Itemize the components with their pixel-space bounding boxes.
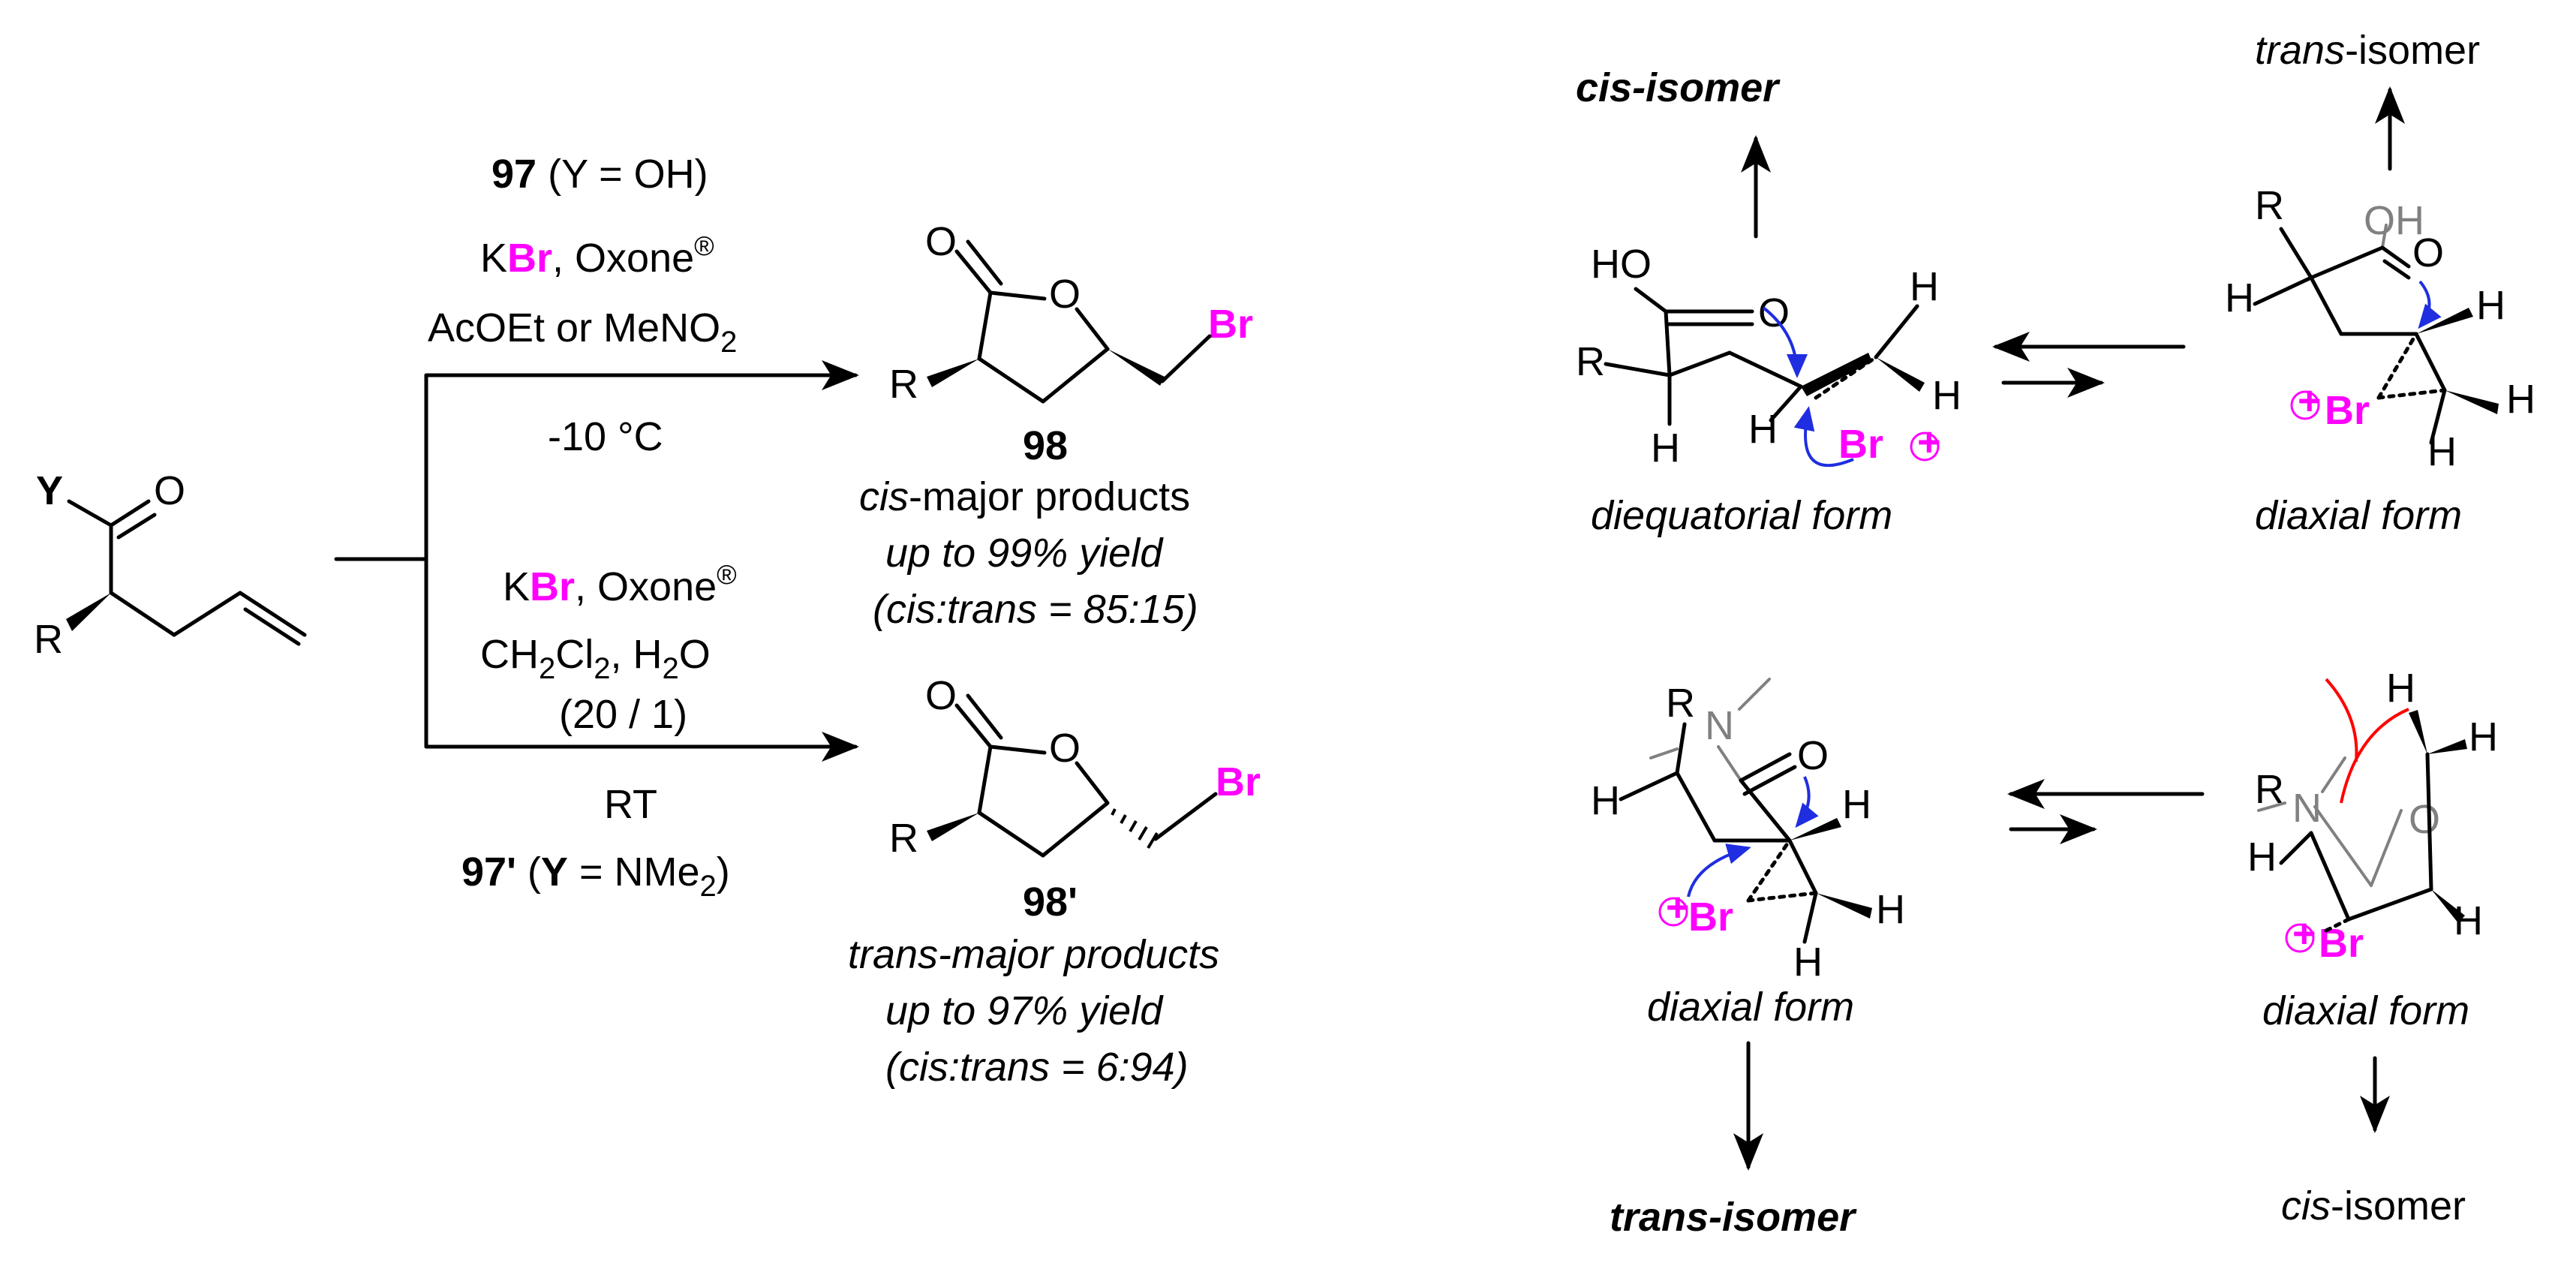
equilibrium-top: [1992, 332, 2186, 398]
product-98p-r: R: [889, 816, 918, 861]
mech-br-form: diaxial form: [2262, 988, 2469, 1033]
condition-bottom-ratio: (20 / 1): [559, 692, 687, 737]
condition-top-compound-line: 97 (Y = OH): [491, 152, 708, 197]
mech-bl-result: trans-isomer: [1610, 1195, 1857, 1240]
product-98p-br: Br: [1216, 759, 1261, 804]
condition-top-solvent: AcOEt or MeNO2: [428, 305, 737, 359]
mech-tr-plus: +: [2298, 378, 2322, 423]
condition-bottom-temperature: RT: [604, 782, 657, 827]
mech-br-o: O: [2409, 797, 2440, 842]
reactant-y-label: Y: [36, 468, 63, 513]
product-98p-ratio: (cis:trans = 6:94): [885, 1045, 1189, 1090]
product-98-labels: 98 cis-major products up to 99% yield (c…: [859, 423, 1198, 632]
mech-br-plus: +: [2292, 911, 2316, 956]
mech-bl-o: O: [1797, 733, 1829, 778]
mech-tl-r: R: [1576, 339, 1605, 384]
mech-bl-h4: H: [1793, 940, 1823, 985]
product-98-carbonyl-o: O: [925, 219, 957, 264]
mech-bl-form: diaxial form: [1647, 985, 1854, 1030]
mech-br-h2: H: [2469, 714, 2498, 759]
product-98-yield: up to 99% yield: [885, 531, 1164, 576]
mech-tr-h3: H: [2506, 377, 2535, 422]
condition-bottom-reagent: KBr, Oxone®: [503, 559, 737, 609]
equilibrium-bottom: [2007, 779, 2205, 844]
product-98-line1: cis-major products: [859, 474, 1190, 519]
reactant-o-label: O: [154, 468, 185, 513]
mech-tr-result: trans-isomer: [2255, 28, 2480, 73]
product-98p-yield: up to 97% yield: [885, 988, 1164, 1033]
mech-br-result: cis-isomer: [2281, 1183, 2466, 1228]
mech-tr-r: R: [2255, 183, 2284, 228]
conditions-bottom: KBr, Oxone® CH2Cl2, H2O (20 / 1) RT 97' …: [461, 559, 737, 903]
mech-tr-form: diaxial form: [2255, 493, 2462, 538]
product-98p-carbonyl-o: O: [925, 673, 957, 718]
product-98p-labels: 98' trans-major products up to 97% yield…: [848, 880, 1219, 1090]
mech-bottom-left: R N O H H H H + Br diaxial form trans-is…: [1591, 678, 1905, 1240]
product-98-br: Br: [1208, 302, 1253, 347]
mech-tl-br: Br: [1838, 422, 1883, 467]
mech-tl-ho: HO: [1591, 242, 1652, 287]
mech-top-left: cis-isomer HO O R H H H H Br + diequator…: [1576, 65, 1961, 538]
mech-tl-h3: H: [1910, 264, 1939, 309]
product-98-number: 98: [1023, 423, 1068, 468]
mech-bl-br: Br: [1688, 895, 1733, 940]
mech-tr-h1: H: [2225, 275, 2254, 320]
mech-tr-h2: H: [2476, 283, 2505, 328]
product-98p-number: 98': [1023, 880, 1078, 925]
mech-top-right: trans-isomer R OH O H H H H + Br diaxial…: [2225, 28, 2535, 538]
mech-tl-h1: H: [1651, 426, 1680, 471]
mech-bl-n: N: [1705, 703, 1734, 748]
mech-bl-h2: H: [1842, 782, 1871, 827]
mech-bl-h3: H: [1876, 887, 1905, 932]
mech-tr-oh: OH: [2364, 198, 2424, 243]
mech-tl-result: cis-isomer: [1576, 65, 1781, 110]
mech-tl-h4: H: [1932, 373, 1961, 418]
product-98p-line1: trans-major products: [848, 932, 1219, 977]
product-98-r: R: [889, 362, 918, 407]
mech-bl-plus: +: [1666, 885, 1690, 930]
reactant-molecule: Y O R: [34, 468, 307, 662]
mech-bl-r: R: [1666, 681, 1695, 726]
reactant-r-label: R: [34, 617, 63, 662]
product-98-structure: O O R Br: [889, 219, 1253, 407]
mech-bottom-right: R N O H H H H + Br diaxial form cis-isom…: [2247, 666, 2498, 1228]
mech-br-h3: H: [2247, 834, 2277, 880]
mech-tr-o: O: [2412, 230, 2444, 275]
mech-br-br: Br: [2319, 921, 2364, 966]
branch-arrows: [334, 360, 859, 762]
mech-bl-h1: H: [1591, 778, 1620, 823]
conditions-top: 97 (Y = OH) KBr, Oxone® AcOEt or MeNO2 -…: [428, 152, 737, 459]
mech-tl-form: diequatorial form: [1591, 493, 1892, 538]
condition-top-temperature: -10 °C: [548, 414, 663, 459]
mech-br-h1: H: [2386, 666, 2415, 711]
mech-tl-plus: +: [1917, 419, 1941, 465]
mech-tl-h2: H: [1748, 407, 1778, 452]
product-98p-structure: O O R Br: [889, 673, 1261, 861]
condition-bottom-compound-line: 97' (Y = NMe2): [461, 850, 730, 903]
condition-bottom-solvent: CH2Cl2, H2O: [480, 632, 711, 685]
mech-tr-br: Br: [2325, 388, 2370, 433]
condition-top-reagent: KBr, Oxone®: [480, 230, 714, 281]
product-98-ratio: (cis:trans = 85:15): [873, 587, 1198, 632]
